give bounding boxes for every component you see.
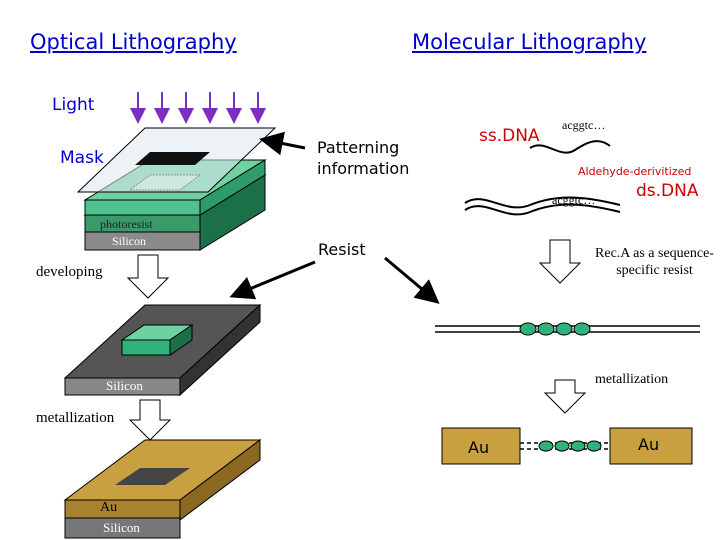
metallization-label-molecular: metallization: [595, 372, 669, 387]
patterning-information-label: Patterning information: [317, 138, 410, 178]
au-label-right: Au: [638, 435, 660, 454]
developing-label: developing: [36, 264, 103, 280]
metallization-label-optical: metallization: [36, 410, 115, 426]
silicon-label-1: Silicon: [112, 234, 147, 248]
au-electrodes: [441, 427, 693, 465]
au-label-left: Au: [468, 438, 490, 457]
wafer-stack-3: [63, 439, 262, 539]
sequence-bottom: acggtc…: [552, 193, 596, 207]
photoresist-label: photoresist: [100, 217, 153, 231]
au-label-optical: Au: [100, 500, 118, 515]
process-arrow-3: [538, 239, 582, 284]
ssdna-strand: [529, 140, 611, 154]
process-arrow-4: [543, 379, 587, 414]
resist-label: Resist: [318, 240, 366, 259]
process-arrow-1: [126, 254, 170, 299]
sequence-top: acggtc…: [562, 118, 606, 132]
arrow-resist-left: [229, 260, 316, 300]
silicon-label-3: Silicon: [103, 520, 140, 535]
mask-plate: [76, 127, 277, 193]
ssdna-label: ss.DNA: [479, 126, 540, 146]
wafer-stack-2: [63, 303, 262, 397]
arrow-patterning: [259, 131, 306, 156]
molecular-title: Molecular Lithography: [412, 30, 647, 54]
silicon-label-2: Silicon: [106, 378, 143, 393]
mask-label: Mask: [60, 148, 104, 168]
dsdna-label: ds.DNA: [636, 181, 699, 201]
process-arrow-2: [128, 399, 172, 441]
arrow-resist-right: [384, 256, 440, 304]
dsdna-strand: [464, 196, 621, 216]
dna-reca-complex: [435, 322, 700, 336]
light-label: Light: [52, 95, 95, 115]
aldehyde-label: Aldehyde-derivitized: [578, 165, 692, 178]
light-arrows: [130, 92, 266, 124]
optical-title: Optical Lithography: [30, 30, 237, 54]
reca-label: Rec.A as a sequence-specific resist: [595, 246, 714, 278]
